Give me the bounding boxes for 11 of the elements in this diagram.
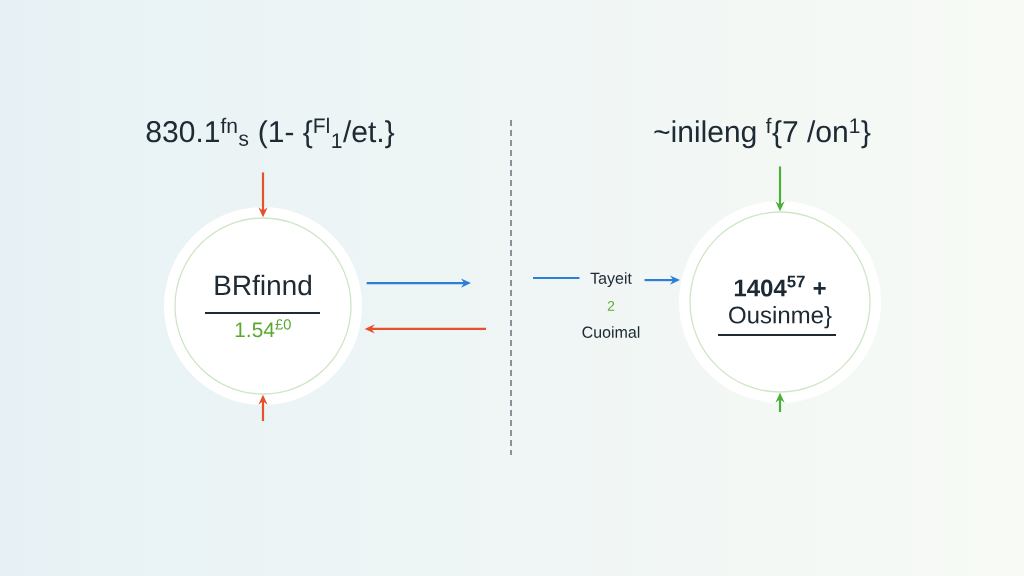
circle-title: Ousinme} — [729, 305, 832, 329]
circle-node — [679, 201, 881, 403]
number-text: 2 — [607, 300, 615, 311]
label-text: Tayeit — [590, 272, 632, 288]
circle-node — [164, 207, 362, 405]
heading-text: ~inileng $^{f}${7 /on$^{1}$} — [654, 117, 871, 149]
value-text: 1.54$^{£0}$ — [235, 319, 291, 338]
circle-title: BRfinnd — [215, 274, 311, 296]
label-text: Cuoimal — [582, 326, 640, 338]
heading-text: 830.1$^{fn}$$_{s}$ (1- {$^{Fl}$$_{1}$/et.} — [146, 117, 395, 149]
value-text: 1404$^{57}$ + — [734, 275, 826, 297]
